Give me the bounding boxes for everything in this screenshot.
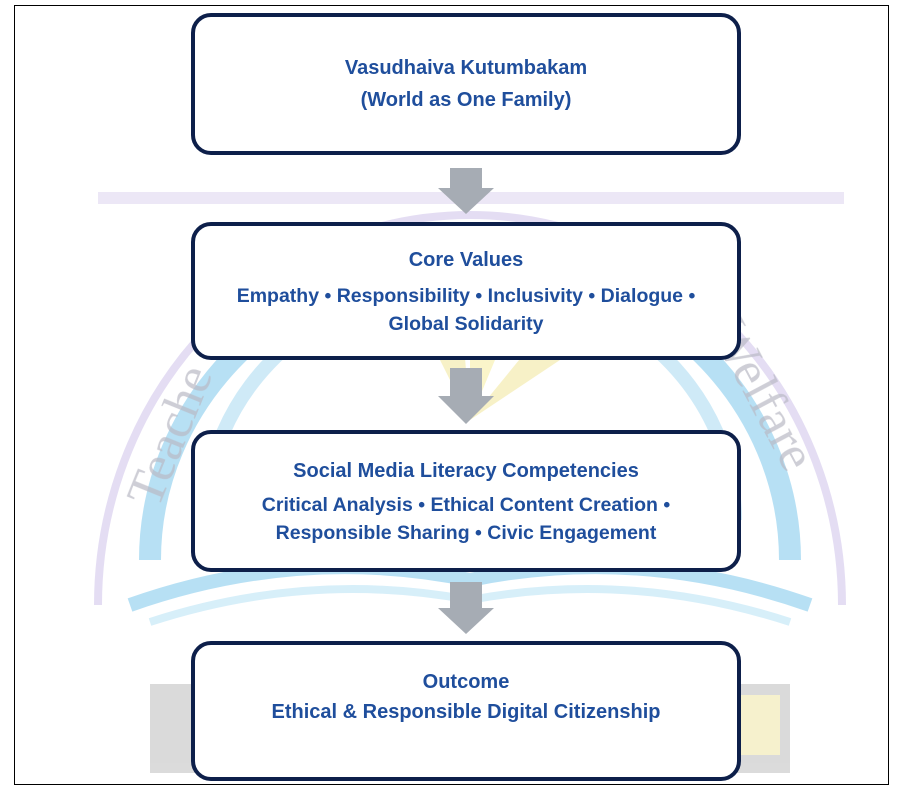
node-title: Social Media Literacy Competencies	[293, 460, 639, 482]
node-social-media-literacy: Social Media Literacy Competencies Criti…	[191, 430, 741, 572]
arrow-down-icon	[438, 168, 494, 214]
arrow-down-icon	[438, 582, 494, 634]
node-detail: Empathy • Responsibility • Inclusivity •…	[236, 285, 696, 335]
node-core-values: Core Values Empathy • Responsibility • I…	[191, 222, 741, 360]
node-detail: Critical Analysis • Ethical Content Crea…	[261, 494, 671, 544]
node-title: Outcome	[422, 671, 510, 693]
node-vasudhaiva-kutumbakam: Vasudhaiva Kutumbakam (World as One Fami…	[191, 13, 741, 155]
arrow-down-icon	[438, 368, 494, 424]
node-outcome: Outcome Ethical & Responsible Digital Ci…	[191, 641, 741, 781]
node-title: Vasudhaiva Kutumbakam	[344, 57, 588, 79]
node-detail: Ethical & Responsible Digital Citizenshi…	[271, 701, 661, 723]
node-title: Core Values	[408, 249, 524, 271]
node-detail: (World as One Family)	[360, 89, 572, 111]
